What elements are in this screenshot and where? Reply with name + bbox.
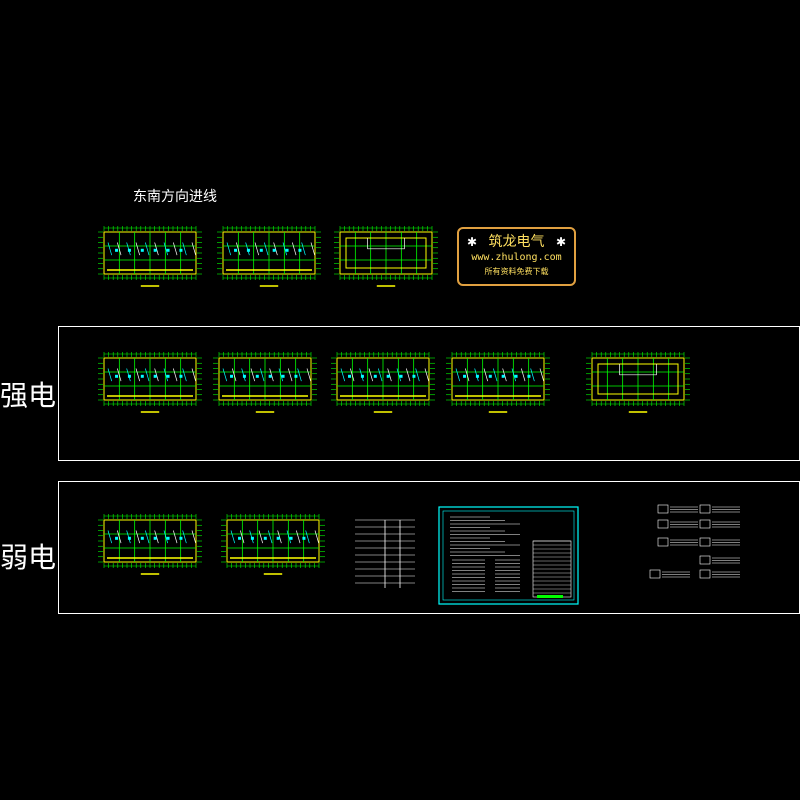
plan-strong-3 bbox=[331, 352, 435, 413]
plan-weak-1 bbox=[98, 514, 202, 575]
plan-top-2 bbox=[217, 226, 321, 287]
design-notes-sheet bbox=[438, 506, 579, 605]
riser-diagram bbox=[355, 519, 415, 588]
plan-weak-2 bbox=[221, 514, 325, 575]
plan-top-3-roof bbox=[334, 226, 438, 287]
plan-top-1 bbox=[98, 226, 202, 287]
weak-current-label: 弱电 bbox=[0, 541, 57, 574]
plan-strong-4 bbox=[446, 352, 550, 413]
strong-current-label: 强电 bbox=[0, 379, 57, 412]
system-diagrams bbox=[649, 504, 740, 579]
plan-strong-2 bbox=[213, 352, 317, 413]
stamp-title: 筑龙电气 bbox=[488, 234, 545, 250]
entry-direction-note: 东南方向进线 bbox=[133, 189, 217, 205]
stamp-subtitle: 所有资料免费下载 bbox=[484, 267, 549, 276]
star-left-icon: ✱ bbox=[467, 235, 478, 249]
plan-strong-5-roof bbox=[586, 352, 690, 413]
plan-strong-1 bbox=[98, 352, 202, 413]
star-right-icon: ✱ bbox=[555, 235, 566, 249]
zhulong-stamp: ✱ ✱ 筑龙电气 www.zhulong.com 所有资料免费下载 bbox=[457, 227, 576, 286]
stamp-url: www.zhulong.com bbox=[471, 252, 562, 263]
